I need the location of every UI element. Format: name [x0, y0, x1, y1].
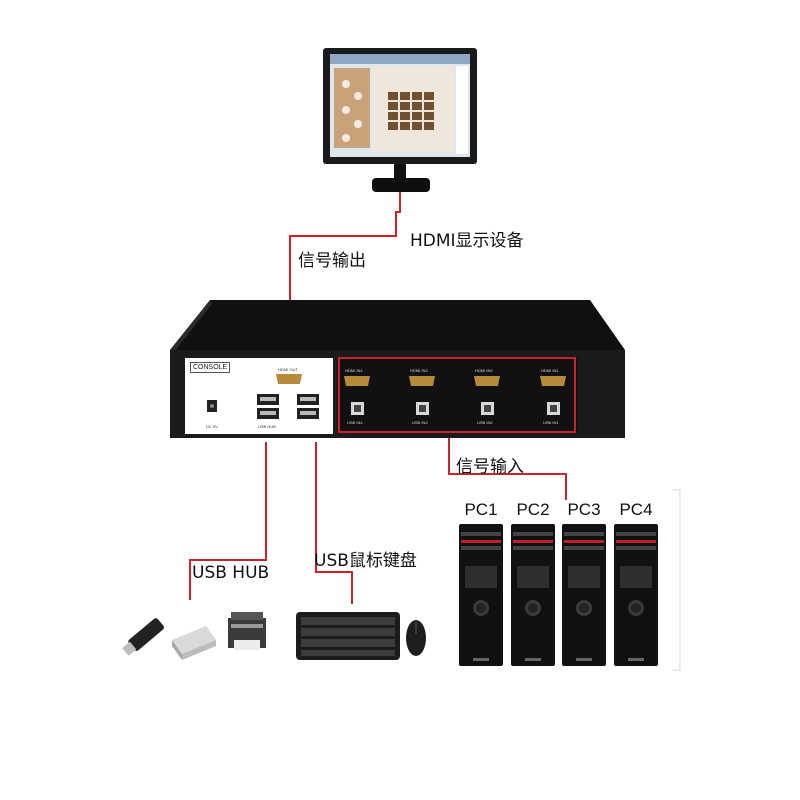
dc-in-port-label: DC 5V: [206, 424, 218, 429]
monitor-icon: [323, 48, 477, 192]
hdmi-in1-label: HDMI IN1: [541, 368, 559, 373]
pc-group-bracket: [672, 489, 681, 671]
pc3-label: PC3: [567, 500, 601, 519]
printer-icon: [228, 612, 266, 650]
connector-lines: [189, 192, 567, 604]
hdmi-display-label: HDMI显示设备: [410, 231, 524, 251]
pc-tower-icon: [459, 524, 658, 666]
hdmi-in4-label: HDMI IN4: [345, 368, 363, 373]
hdmi-in3-label: HDMI IN3: [410, 368, 428, 373]
usb-in4-label: USB IN4: [347, 420, 363, 425]
mouse-icon: [406, 620, 426, 656]
usb-in3-label: USB IN3: [412, 420, 428, 425]
signal-in-label: 信号输入: [456, 457, 524, 477]
usb-hub-port-label: USB HUB: [258, 424, 276, 429]
pc2-label: PC2: [516, 500, 550, 519]
scanner-icon: [172, 626, 216, 660]
usb-keyboard-mouse-label: USB鼠标键盘: [314, 551, 417, 571]
usb-in2-label: USB IN2: [477, 420, 493, 425]
usb-hub-label: USB HUB: [192, 563, 270, 583]
pc4-label: PC4: [619, 500, 653, 519]
usb-drive-icon: [122, 618, 164, 656]
hdmi-out-port-label: HDMI OUT: [278, 367, 298, 372]
keyboard-icon: [296, 612, 400, 660]
console-label: CONSOLE: [190, 362, 231, 373]
pc1-label: PC1: [464, 500, 498, 519]
signal-out-label: 信号输出: [298, 251, 366, 271]
hdmi-in2-label: HDMI IN2: [475, 368, 493, 373]
usb-in1-label: USB IN1: [543, 420, 559, 425]
